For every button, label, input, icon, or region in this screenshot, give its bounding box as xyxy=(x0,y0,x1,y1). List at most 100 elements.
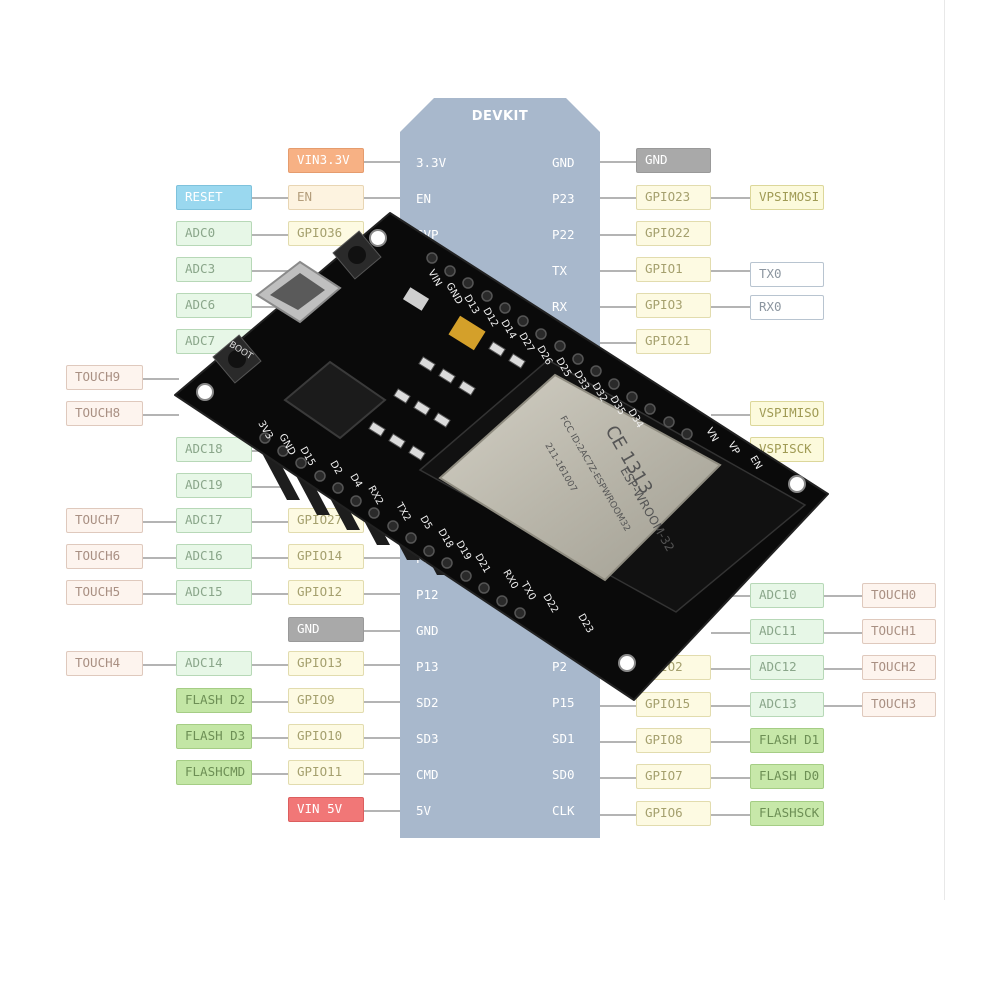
connector-line xyxy=(252,521,288,523)
connector-line xyxy=(600,741,636,743)
tag-adc14: ADC14 xyxy=(176,651,252,676)
connector-line xyxy=(252,773,288,775)
tag-gpio1: GPIO1 xyxy=(636,257,711,282)
silk-bot-d2: D2 xyxy=(327,459,344,477)
module-ce-mark: CE 1313 xyxy=(601,422,657,498)
pin-left-1: 3.3V xyxy=(416,155,447,170)
silk-bot-d15: D15 xyxy=(297,445,317,468)
tag-touch6: TOUCH6 xyxy=(66,544,143,569)
tag-vspisck: VSPISCK xyxy=(750,437,824,462)
silk-top-vp: VP xyxy=(725,440,741,457)
tag-touch2: TOUCH2 xyxy=(862,655,936,680)
tag-gpio9: GPIO9 xyxy=(288,688,364,713)
tag-vin33: VIN3.3V xyxy=(288,148,364,173)
connector-line xyxy=(143,557,179,559)
connector-line xyxy=(252,450,288,452)
tag-adc11: ADC11 xyxy=(750,619,824,644)
tag-gpio14: GPIO14 xyxy=(288,544,364,569)
tag-flashcmd: FLASHCMD xyxy=(176,760,252,785)
tag-flash-d1: FLASH D1 xyxy=(750,728,824,753)
silk-bot-gnd: GND xyxy=(276,432,297,458)
connector-line xyxy=(711,450,750,452)
pin-right-14: P0 xyxy=(552,623,568,638)
connector-line xyxy=(600,270,636,272)
tag-flash-d2: FLASH D2 xyxy=(176,688,252,713)
connector-line xyxy=(252,593,288,595)
connector-line xyxy=(600,306,636,308)
tag-flash-d0: FLASH D0 xyxy=(750,764,824,789)
pin-right-5: RX xyxy=(552,299,568,314)
tag-en: EN xyxy=(288,185,364,210)
connector-line xyxy=(364,234,400,236)
silk-top-vn: VN xyxy=(703,426,720,444)
connector-line xyxy=(711,814,750,816)
pin-left-9: P25 xyxy=(416,443,439,458)
pin-right-6: P21 xyxy=(552,335,575,350)
connector-line xyxy=(711,668,750,670)
connector-line xyxy=(364,701,400,703)
tag-reset: RESET xyxy=(176,185,252,210)
pin-right-12: P16 xyxy=(552,551,575,566)
tag-gpio2: GPIO2 xyxy=(636,655,711,680)
connector-line xyxy=(711,197,750,199)
connector-line xyxy=(711,705,750,707)
tag-vspimosi: VPSIMOSI xyxy=(750,185,824,210)
devkit-outline xyxy=(400,98,600,838)
connector-line xyxy=(711,306,750,308)
tag-gpio12: GPIO12 xyxy=(288,580,364,605)
pin-left-10: P26 xyxy=(416,479,439,494)
tag-touch7: TOUCH7 xyxy=(66,508,143,533)
connector-line xyxy=(143,593,179,595)
pin-right-17: SD1 xyxy=(552,731,575,746)
tag-adc6: ADC6 xyxy=(176,293,252,318)
connector-line xyxy=(711,595,750,597)
connector-line xyxy=(600,814,636,816)
pin-right-4: TX xyxy=(552,263,568,278)
tag-vin5: VIN 5V xyxy=(288,797,364,822)
connector-line xyxy=(143,414,179,416)
connector-line xyxy=(252,306,288,308)
connector-line xyxy=(364,630,400,632)
tag-gpio23: GPIO23 xyxy=(636,185,711,210)
silk-bot-d4: D4 xyxy=(347,472,364,490)
connector-line xyxy=(364,773,400,775)
pin-right-11: P17 xyxy=(552,515,575,530)
pin-left-15: P13 xyxy=(416,659,439,674)
tag-touch1: TOUCH1 xyxy=(862,619,936,644)
tag-gpio8: GPIO8 xyxy=(636,728,711,753)
tag-touch4: TOUCH4 xyxy=(66,651,143,676)
connector-line xyxy=(600,342,636,344)
tag-tx0: TX0 xyxy=(750,262,824,287)
pin-right-10: P5 xyxy=(552,479,568,494)
silk-bot-rx2: RX2 xyxy=(365,484,385,507)
connector-line xyxy=(600,777,636,779)
tag-gnd-right: GND xyxy=(636,148,711,173)
connector-line xyxy=(600,705,636,707)
connector-line xyxy=(252,270,288,272)
tag-rx0: RX0 xyxy=(750,295,824,320)
tag-gpio7: GPIO7 xyxy=(636,764,711,789)
tag-adc18: ADC18 xyxy=(176,437,252,462)
tag-adc13: ADC13 xyxy=(750,692,824,717)
tag-adc16: ADC16 xyxy=(176,544,252,569)
connector-line xyxy=(824,705,862,707)
pin-right-2: P23 xyxy=(552,191,575,206)
connector-line xyxy=(824,595,862,597)
connector-line xyxy=(600,161,636,163)
pin-right-7: GND xyxy=(552,371,575,386)
pin-left-16: SD2 xyxy=(416,695,439,710)
devkit-title: DEVKIT xyxy=(471,109,529,124)
tag-gnd-left: GND xyxy=(288,617,364,642)
tag-gpio15: GPIO15 xyxy=(636,692,711,717)
tag-touch3: TOUCH3 xyxy=(862,692,936,717)
tag-gpio10: GPIO10 xyxy=(288,724,364,749)
module-text-name: ESP-WROOM-32 xyxy=(617,465,677,554)
pin-left-7: P32 xyxy=(416,371,439,386)
connector-line xyxy=(824,632,862,634)
tag-flash-d3: FLASH D3 xyxy=(176,724,252,749)
tag-adc15: ADC15 xyxy=(176,580,252,605)
pin-right-16: P15 xyxy=(552,695,575,710)
pin-left-3: SVP xyxy=(416,227,439,242)
connector-line xyxy=(252,701,288,703)
